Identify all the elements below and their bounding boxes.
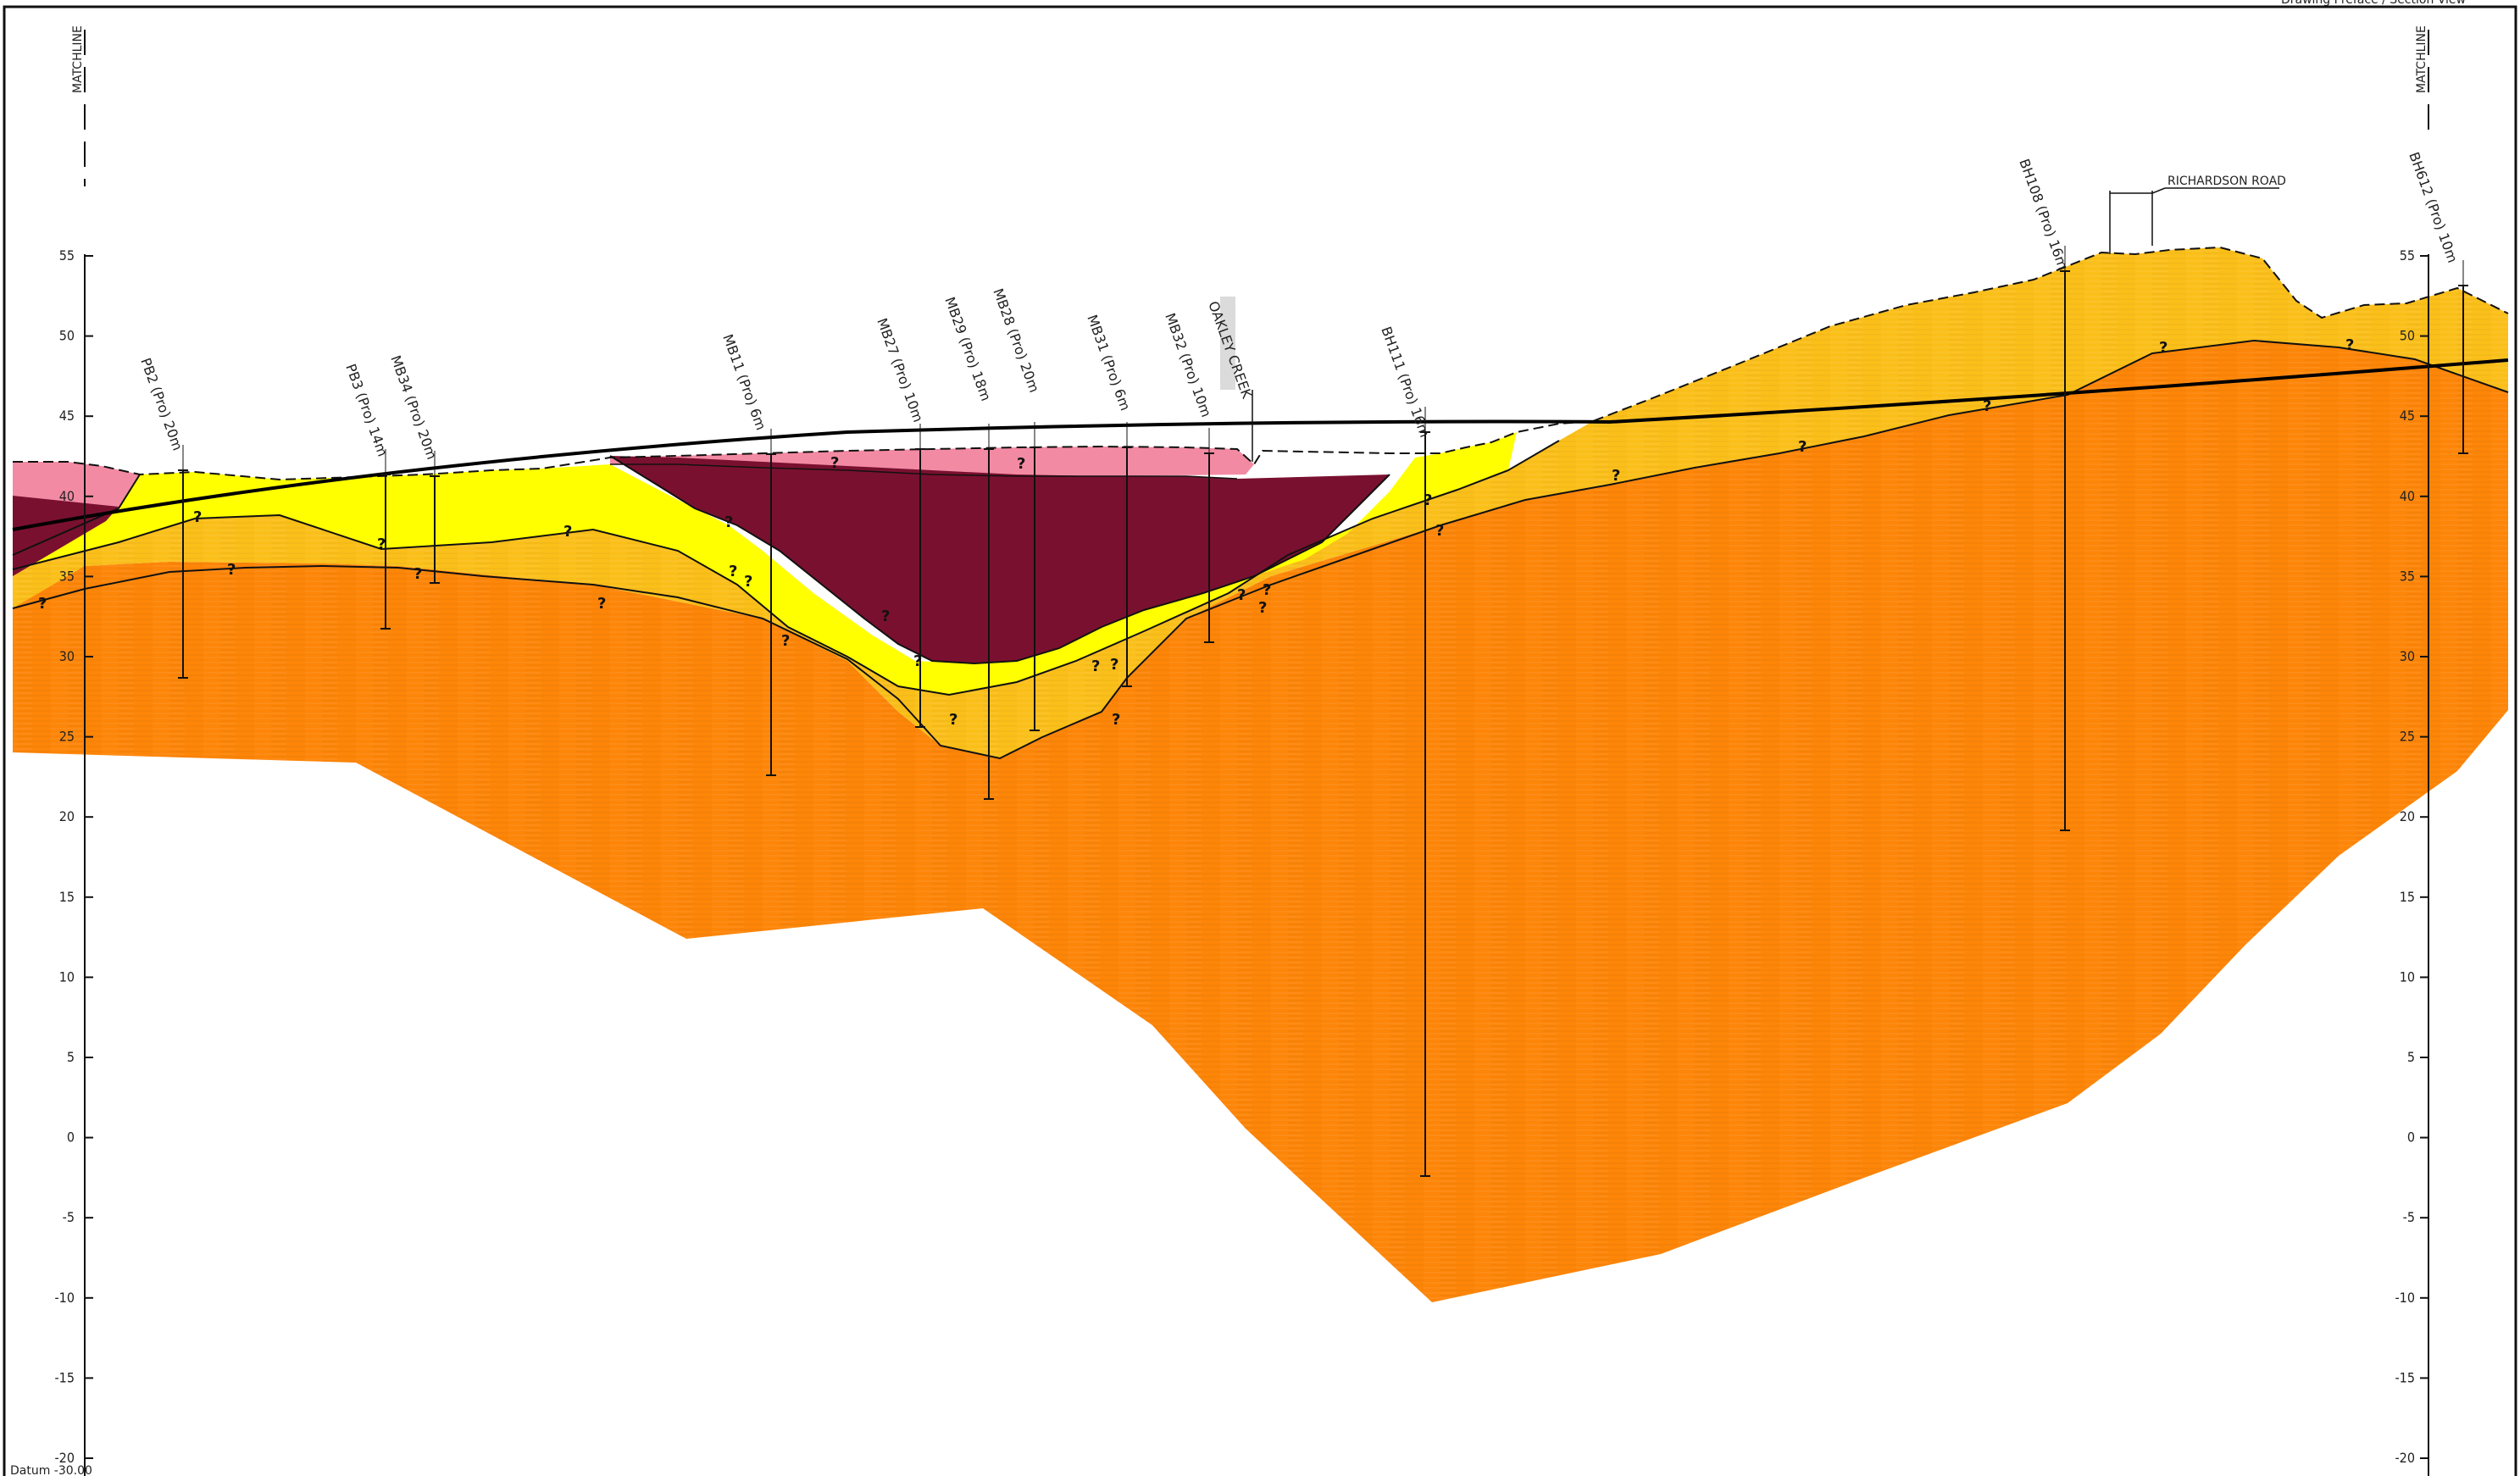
axis-tick-label: -10 (2395, 1290, 2415, 1306)
uncertain-marker: ? (1258, 599, 1267, 617)
uncertain-marker: ? (597, 595, 606, 613)
uncertain-marker: ? (193, 508, 202, 526)
uncertain-marker: ? (1017, 455, 1025, 473)
contact-line-channel (609, 455, 1390, 665)
bottom-left-text: Datum -30.00 (10, 1464, 92, 1476)
borehole-label: MB28 (Pro) 20m (990, 286, 1042, 395)
borehole-label: BH108 (Pro) 16m (2016, 157, 2071, 272)
uncertain-marker: ? (414, 565, 422, 583)
axis-tick-label: 35 (59, 568, 75, 584)
uncertain-marker: ? (913, 652, 922, 670)
road-label: RICHARDSON ROAD (2168, 175, 2286, 188)
axis-tick-label: 40 (2400, 488, 2415, 504)
header-text: Drawing Preface / Section View (2281, 0, 2466, 7)
uncertain-marker: ? (2345, 336, 2354, 354)
axis-tick-label: 50 (2400, 328, 2415, 344)
axis-tick-label: 20 (59, 808, 75, 824)
axis-tick-label: 20 (2400, 808, 2415, 824)
axis-tick-label: 10 (2400, 968, 2415, 985)
axis-tick-label: 55 (2400, 247, 2415, 264)
uncertain-marker: ? (1983, 397, 1991, 415)
uncertain-marker: ? (1091, 658, 1100, 675)
axis-tick-label: 5 (2407, 1049, 2415, 1065)
uncertain-marker: ? (724, 513, 733, 531)
borehole-label: MB29 (Pro) 18m (941, 295, 994, 403)
richardson-road-marker: RICHARDSON ROAD (2109, 175, 2286, 254)
borehole-label: MB11 (Pro) 6m (719, 332, 769, 432)
uncertain-marker: ? (1110, 656, 1118, 674)
borehole-label: MB27 (Pro) 10m (874, 316, 926, 424)
contact-line-2 (12, 440, 1560, 696)
borehole-label: MB31 (Pro) 6m (1084, 313, 1134, 413)
axis-tick-label: 15 (2400, 889, 2415, 905)
drawing-frame (3, 5, 2517, 1476)
axis-tick-label: -5 (63, 1209, 75, 1225)
uncertain-marker: ? (1263, 581, 1271, 599)
axis-tick-label: 5 (67, 1049, 75, 1065)
axis-tick-label: 30 (59, 648, 75, 664)
maroon-layer-channel (610, 456, 1390, 663)
uncertain-marker: ? (227, 561, 236, 579)
borehole-label: MB32 (Pro) 10m (1162, 311, 1214, 419)
axis-tick-label: 15 (59, 889, 75, 905)
axis-tick-label: -10 (54, 1290, 75, 1306)
uncertain-marker: ? (2159, 339, 2168, 357)
contact-line-pink (610, 463, 1238, 480)
axis-tick-label: 50 (59, 328, 75, 344)
uncertain-marker: ? (38, 595, 47, 613)
creek-marker: OAKLEY CREEK (1205, 297, 1256, 462)
axis-tick-label: 45 (59, 408, 75, 424)
axis-tick-label: -20 (54, 1450, 75, 1466)
uncertain-marker: ? (1612, 467, 1620, 485)
uncertain-marker: ? (830, 454, 839, 472)
matchline-right: MATCHLINE (2415, 25, 2429, 136)
axis-tick-label: 10 (59, 968, 75, 985)
axis-tick-label: 0 (2407, 1129, 2415, 1146)
uncertain-marker: ? (729, 563, 737, 580)
uncertain-marker: ? (1237, 586, 1246, 604)
uncertain-marker: ? (881, 608, 890, 625)
uncertain-marker: ? (1112, 711, 1120, 729)
axis-tick-label: -5 (2403, 1209, 2415, 1225)
axis-tick-label: 25 (2400, 729, 2415, 745)
borehole-label: PB3 (Pro) 14m (342, 362, 391, 458)
uncertain-marker: ? (1798, 438, 1807, 456)
yellow-layer (13, 432, 1517, 695)
uncertain-marker: ? (1435, 522, 1444, 540)
orange-streak (13, 341, 2508, 1302)
matchline-left-label: MATCHLINE (71, 25, 85, 93)
matchline-left: MATCHLINE (71, 25, 86, 186)
borehole-label: PB2 (Pro) 20m (137, 356, 186, 452)
axis-tick-label: 55 (59, 247, 75, 264)
uncertain-marker: ? (1424, 491, 1432, 509)
uncertain-marker: ? (377, 535, 386, 553)
borehole-label: MB34 (Pro) 20m (387, 353, 440, 462)
uncertain-marker: ? (781, 632, 790, 650)
design-alignment-line (12, 358, 2509, 531)
axis-tick-label: 0 (67, 1129, 75, 1146)
axis-tick-label: -20 (2395, 1450, 2415, 1466)
axis-tick-label: 35 (2400, 568, 2415, 584)
axis-tick-label: 30 (2400, 648, 2415, 664)
uncertain-marker: ? (744, 573, 752, 591)
axis-tick-label: 25 (59, 729, 75, 745)
axis-tick-label: 45 (2400, 408, 2415, 424)
axis-tick-label: -15 (2395, 1369, 2415, 1385)
axis-tick-label: -15 (54, 1369, 75, 1385)
uncertain-markers: ????????????????????????????? (38, 336, 2354, 729)
axis-tick-label: 40 (59, 488, 75, 504)
contact-line-3 (12, 474, 141, 556)
matchline-right-label: MATCHLINE (2415, 25, 2428, 93)
ground-surface-line (13, 246, 2509, 481)
uncertain-marker: ? (563, 523, 572, 541)
gold-streak (13, 247, 2508, 758)
uncertain-marker: ? (949, 711, 957, 729)
